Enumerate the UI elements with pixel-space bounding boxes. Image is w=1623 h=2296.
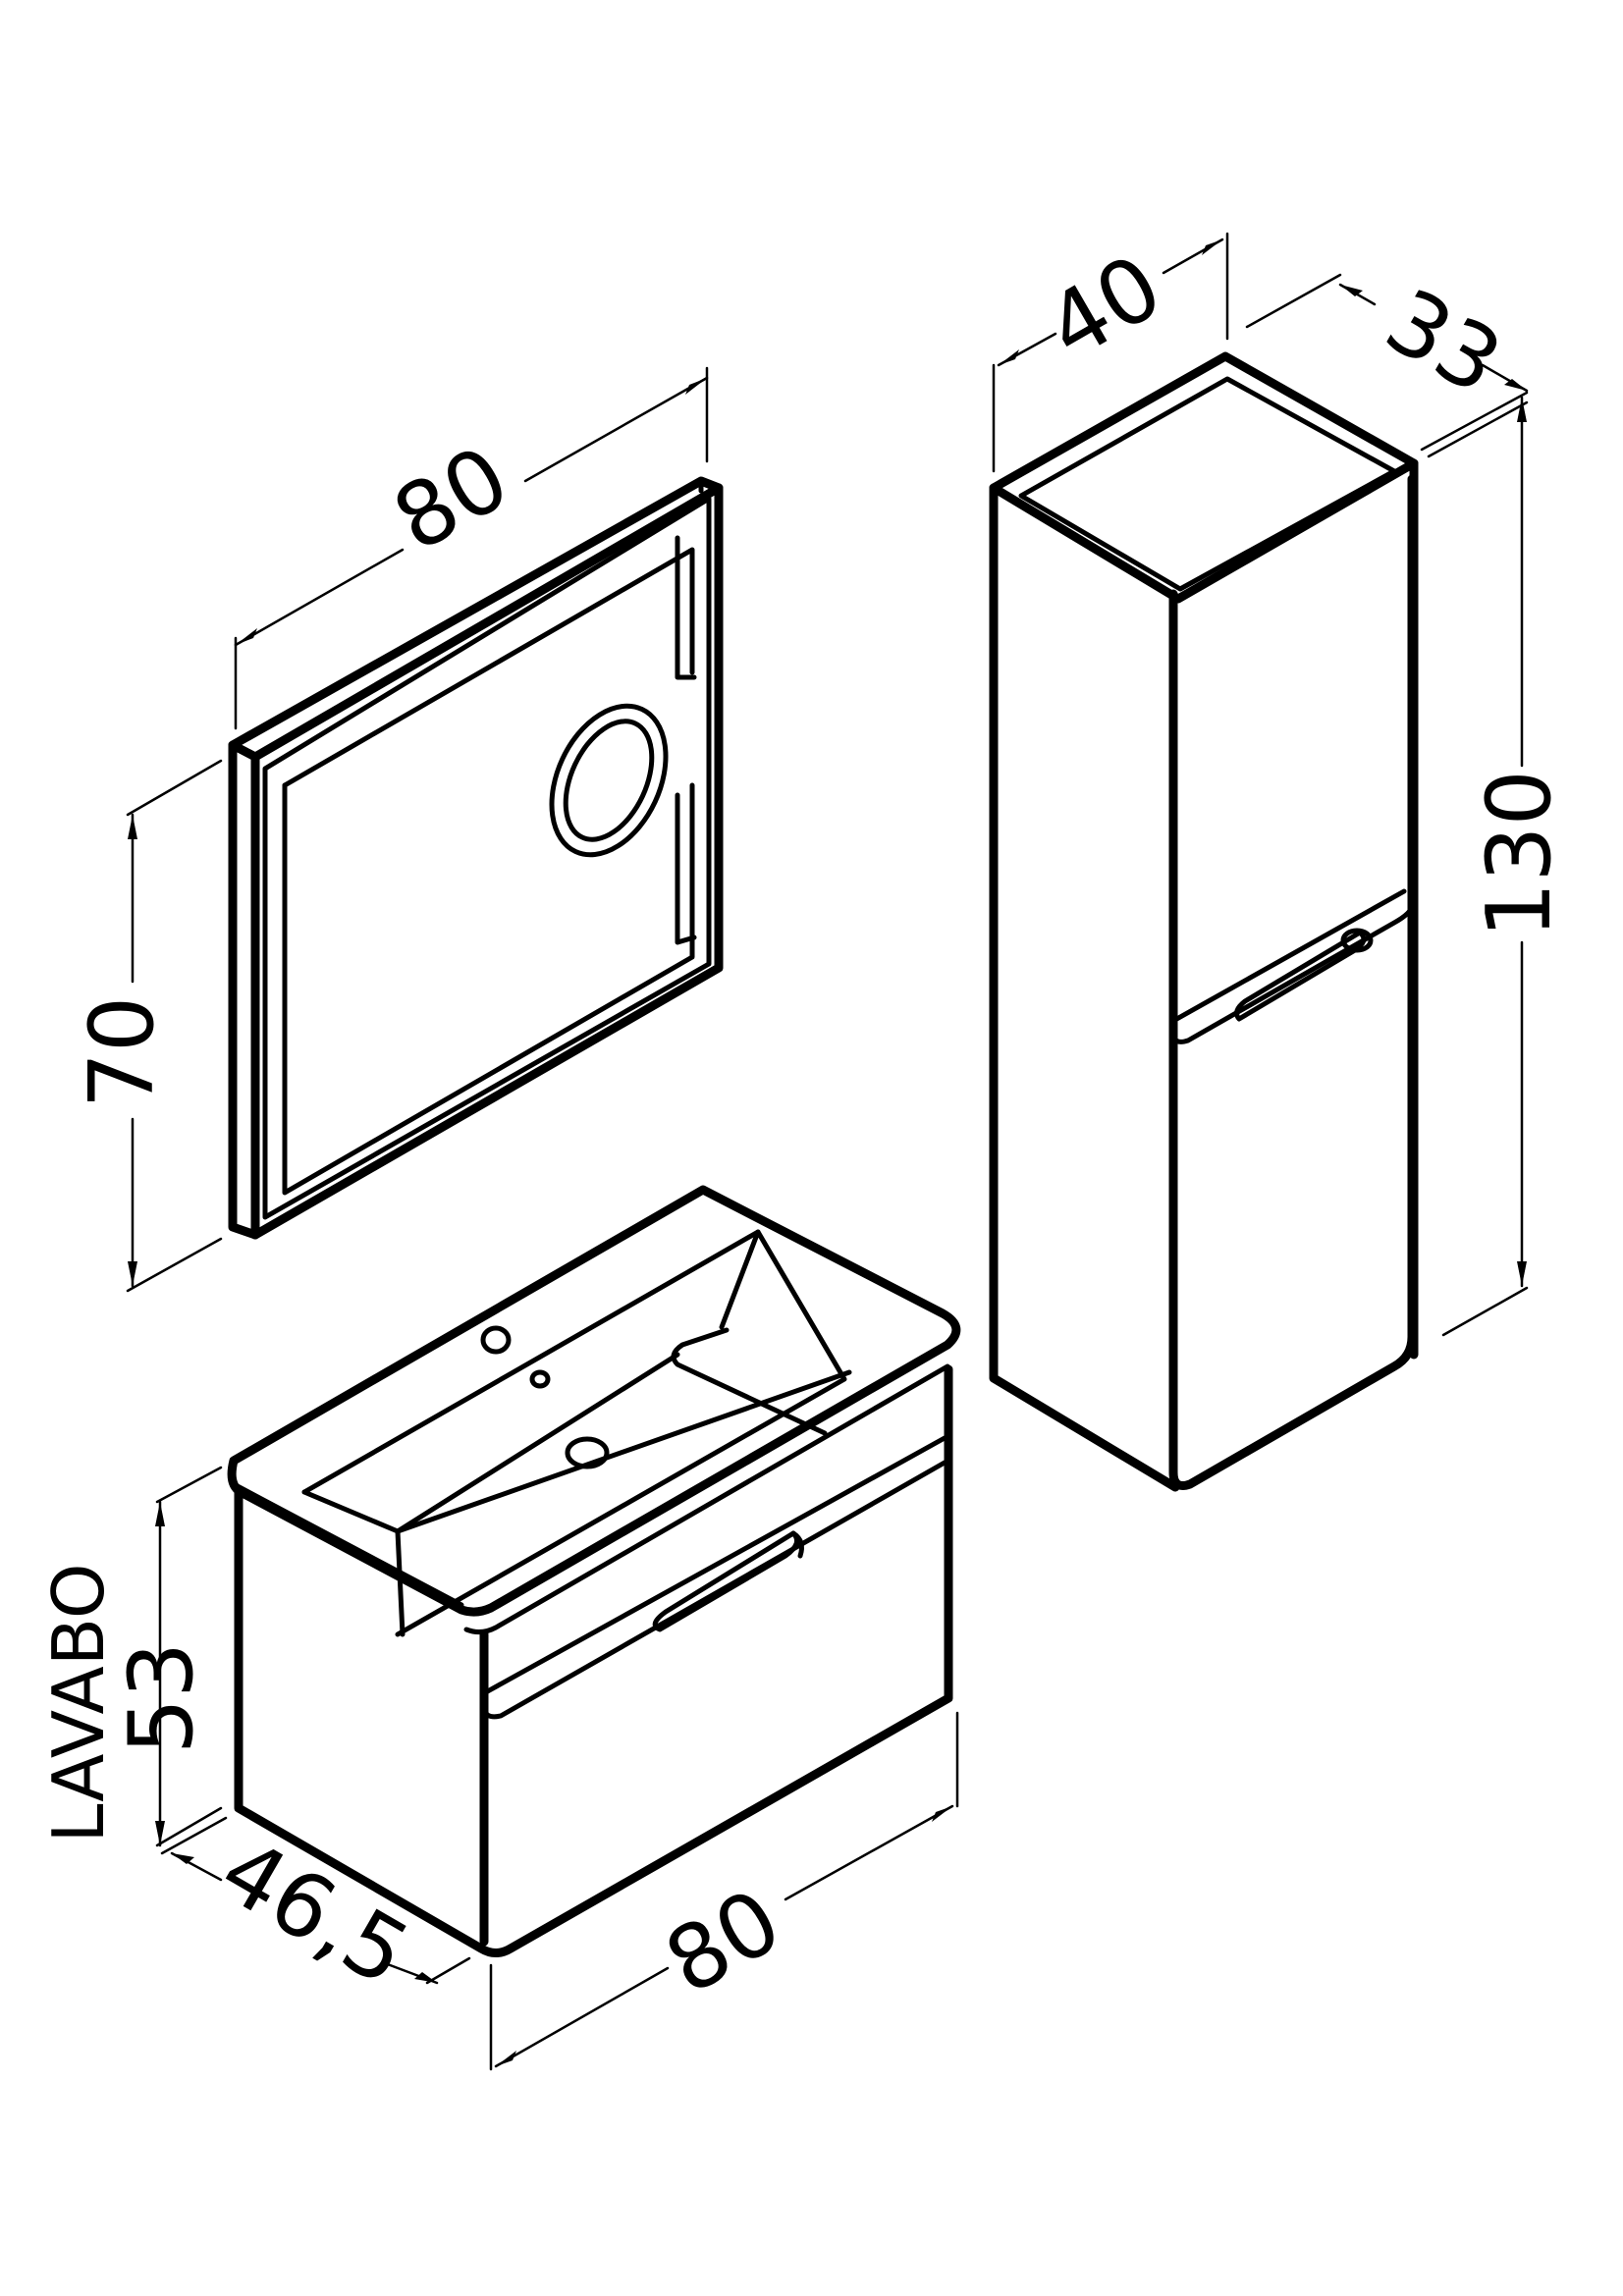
lavabo-height-dimension: 53 LAVABO [37,1466,223,1847]
mirror-width-label: 80 [377,426,526,571]
mirror [228,476,724,1240]
lavabo-width-dimension: 80 [489,1711,959,2071]
lavabo-width-label: 80 [649,1869,798,2014]
cabinet-handle [1234,928,1374,1022]
lavabo-label: LAVABO [37,1563,120,1842]
lavabo-height-label: 53 [110,1642,213,1755]
mirror-width-dimension: 80 [234,366,709,730]
cabinet-height-dimension: 130 [1420,391,1571,1337]
mirror-height-label: 70 [71,996,174,1109]
lavabo-handle [652,1530,804,1632]
cabinet-depth-label: 33 [1369,269,1518,414]
magnifier-ring [549,703,669,858]
cabinet-width-label: 40 [1030,235,1179,380]
cabinet-width-dimension: 40 [992,232,1229,473]
drain-hole [565,1436,610,1469]
overflow-hole [529,1369,551,1389]
tall-cabinet [989,351,1419,1492]
tap-hole [480,1325,512,1355]
cabinet-depth-dimension: 33 [1245,269,1529,458]
lavabo [227,1185,961,1957]
cabinet-height-label: 130 [1468,770,1571,938]
mirror-height-dimension: 70 [71,759,223,1293]
